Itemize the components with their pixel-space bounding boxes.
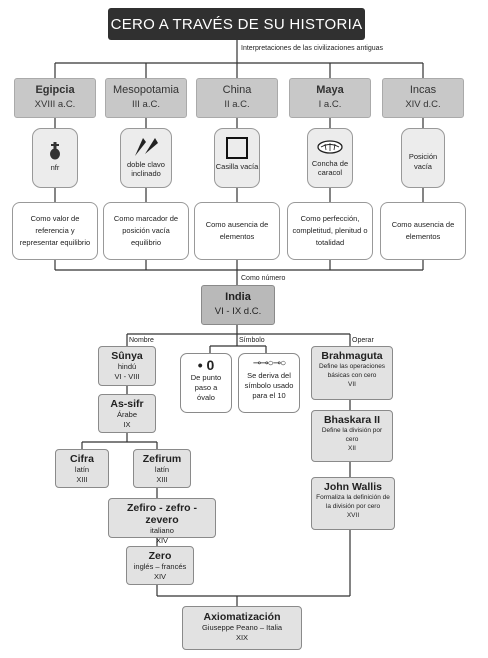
node-lang: latín (154, 465, 170, 474)
node-name: Axiomatización (203, 611, 281, 623)
node-name: Sûnya (111, 350, 143, 362)
node-name: John Wallis (324, 481, 382, 493)
node-date: XVII (346, 512, 360, 519)
symbol-text: De punto paso a óvalo (190, 373, 222, 402)
nfr-hieroglyph-icon (50, 142, 60, 160)
node-name: Zero (148, 550, 172, 562)
node-date: XIX (235, 633, 249, 642)
node-name: As-sifr (110, 398, 144, 410)
zefirum-box: Zefirum latín XIII (133, 449, 191, 488)
node-date: VI - VIII (114, 372, 140, 381)
civ-date: XVIII a.C. (34, 99, 76, 110)
symbol-text: Posición vacía (408, 152, 438, 171)
snail-shell-icon (317, 140, 343, 154)
node-date: VII (348, 381, 356, 388)
node-date: XIV (153, 572, 167, 581)
label-nombre: Nombre (129, 337, 154, 344)
civ-china: China II a.C. (196, 78, 278, 118)
double-wedge-icon (135, 138, 158, 156)
civ-date: II a.C. (224, 99, 250, 110)
desc-maya: Como perfección, completitud, plenitud o… (287, 202, 373, 260)
node-name: Zefirum (142, 453, 182, 465)
desc-incas: Como ausencia de elementos (380, 202, 466, 260)
symbol-text: doble clavo inclinado (127, 160, 165, 178)
node-date: XIII (156, 475, 168, 484)
desc-egipcia: Como valor de referencia y representar e… (12, 202, 98, 260)
node-lang: Árabe (116, 410, 137, 419)
civ-date: III a.C. (132, 99, 160, 110)
node-name: Brahmaguta (321, 350, 383, 362)
civ-egipcia: Egipcia XVIII a.C. (14, 78, 96, 118)
node-name: Bhaskara II (323, 414, 381, 426)
node-date: XII (348, 445, 356, 452)
label-interpretaciones: Interpretaciones de las civilizaciones a… (241, 45, 384, 52)
civ-name: Incas (409, 84, 437, 96)
civ-name: China (222, 84, 252, 96)
civ-date: XIV d.C. (405, 99, 441, 110)
node-text: Define la división por cero (321, 427, 383, 443)
symbol-box-mesopotamia: doble clavo inclinado (120, 128, 172, 188)
symbol-text: Concha de caracol (311, 159, 349, 177)
node-lang: inglés – francés (133, 562, 187, 571)
node-lang: italiano (150, 526, 174, 535)
cifra-box: Cifra latín XIII (55, 449, 109, 488)
assifr-box: As-sifr Árabe IX (98, 394, 156, 433)
zefiro-box: Zefiro - zefro - zevero italiano XIV (108, 498, 216, 545)
zero-box: Zero inglés – francés XIV (126, 546, 194, 585)
india-date: VI - IX d.C. (214, 306, 262, 317)
deriva-box: ⊸⊸○⊸○ Se deriva del símbolo usado para e… (238, 353, 300, 413)
dot-zero-glyph-icon: • 0 (197, 357, 215, 373)
node-date: IX (123, 420, 131, 429)
symbol-box-maya: Concha de caracol (307, 128, 353, 188)
node-text: Define las operaciones básicas con cero (318, 363, 386, 379)
civ-name: Egipcia (35, 84, 75, 96)
node-date: XIV (155, 536, 169, 545)
label-simbolo: Símbolo (239, 337, 265, 344)
civ-date: I a.C. (318, 99, 342, 110)
symbol-box-china: Casilla vacía (214, 128, 260, 188)
ten-symbol-glyph-icon: ⊸⊸○⊸○ (252, 358, 286, 369)
desc-mesopotamia: Como marcador de posición vacía equilibr… (103, 202, 189, 260)
node-lang: hindú (117, 362, 137, 371)
civ-maya: Maya I a.C. (289, 78, 371, 118)
india-box: India VI - IX d.C. (201, 285, 275, 325)
node-date: XIII (76, 475, 88, 484)
label-como-numero: Como número (241, 275, 286, 282)
bhaskara-box: Bhaskara II Define la división por cero … (311, 410, 393, 462)
node-lang: latín (74, 465, 90, 474)
wallis-box: John Wallis Formaliza la definición de l… (311, 477, 395, 530)
civ-mesopotamia: Mesopotamia III a.C. (105, 78, 187, 118)
sunya-box: Sûnya hindú VI - VIII (98, 346, 156, 386)
diagram-title: CERO A TRAVÉS DE SU HISTORIA (108, 8, 365, 40)
civ-name: Mesopotamia (112, 84, 180, 96)
symbol-text: nfr (50, 163, 60, 172)
desc-china: Como ausencia de elementos (194, 202, 280, 260)
node-author: Giuseppe Peano – Italia (201, 623, 283, 632)
brahmaguta-box: Brahmaguta Define las operaciones básica… (311, 346, 393, 400)
node-name: Cifra (70, 453, 94, 465)
symbol-box-egipcia: nfr (32, 128, 78, 188)
symbol-text: Se deriva del símbolo usado para el 10 (244, 371, 294, 400)
civ-incas: Incas XIV d.C. (382, 78, 464, 118)
empty-square-icon (226, 137, 248, 159)
civ-name: Maya (316, 84, 344, 96)
axiomatizacion-box: Axiomatización Giuseppe Peano – Italia X… (182, 606, 302, 650)
india-name: India (225, 291, 251, 303)
punto-box: • 0 De punto paso a óvalo (180, 353, 232, 413)
node-text: Formaliza la definición de la división p… (316, 494, 390, 510)
label-operar: Operar (352, 337, 374, 344)
symbol-text: Casilla vacía (215, 162, 259, 171)
symbol-box-incas: Posición vacía (401, 128, 445, 188)
node-name: Zefiro - zefro - zevero (127, 502, 197, 526)
